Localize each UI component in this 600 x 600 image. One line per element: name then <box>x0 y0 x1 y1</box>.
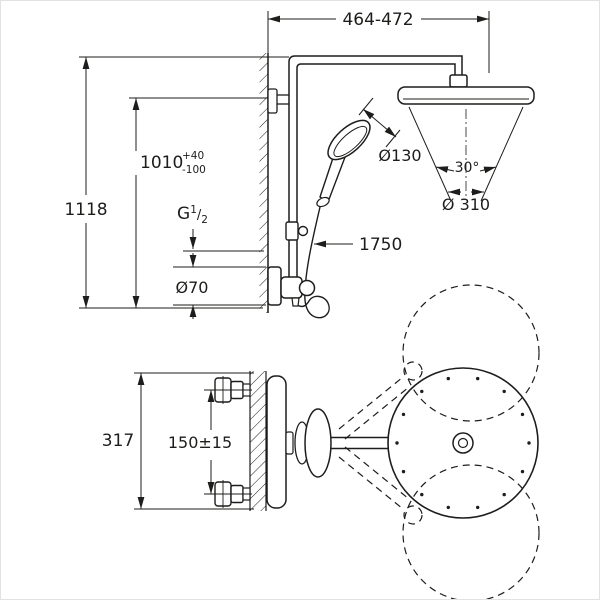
swivel-position-down <box>338 446 540 599</box>
side-view-dimensions <box>79 11 497 319</box>
label-inlet-spacing: 150±15 <box>168 433 232 452</box>
hand-shower-head <box>327 119 371 161</box>
label-tolerance-minus: -100 <box>182 164 206 176</box>
nozzle-ring <box>395 376 531 510</box>
hand-shower-endcap <box>316 196 330 208</box>
label-tolerance-plus: +40 <box>182 150 204 162</box>
swivel-position-up <box>338 284 540 440</box>
label-head-diameter: Ø 310 <box>442 195 490 214</box>
riser-pipe <box>288 55 468 278</box>
dimension-spray-angle <box>435 166 497 174</box>
arm-hub-inner <box>457 437 469 449</box>
head-shower-side <box>397 86 535 105</box>
label-spray-angle: 30° <box>455 160 480 176</box>
hand-shower-holder <box>285 221 309 241</box>
label-height-total: 1118 <box>64 200 107 220</box>
label-valve-width: 317 <box>102 431 134 451</box>
valve-knob <box>298 279 316 297</box>
arm-boss <box>285 431 294 455</box>
label-hand-shower-diameter: Ø130 <box>378 146 421 165</box>
dimension-hand-shower <box>358 97 401 148</box>
top-view-dimensions <box>134 372 254 510</box>
spray-cone <box>408 106 524 202</box>
supply-fitting-hot <box>204 376 252 404</box>
label-hose-length: 1750 <box>359 235 402 255</box>
supply-fitting-cold <box>204 480 252 508</box>
label-width-range: 464-472 <box>342 10 413 30</box>
head-connector-nut <box>449 74 468 88</box>
label-escutcheon-diameter: Ø70 <box>176 278 209 297</box>
shower-hose <box>296 206 330 319</box>
wall-hatching <box>259 53 268 313</box>
label-height-upper: 1010 <box>140 153 183 173</box>
label-thread: G1/2 <box>177 204 208 226</box>
valve-escutcheon <box>267 266 282 306</box>
wall-hatching-top-view <box>250 371 266 511</box>
wall-bracket <box>267 88 289 114</box>
valve-body-top-view <box>266 375 287 509</box>
side-view <box>259 53 535 319</box>
top-view <box>204 284 540 599</box>
valve-side <box>267 266 316 307</box>
hose-outlet <box>291 297 300 307</box>
hand-shower <box>316 119 371 208</box>
arm-escutcheon <box>304 408 332 478</box>
